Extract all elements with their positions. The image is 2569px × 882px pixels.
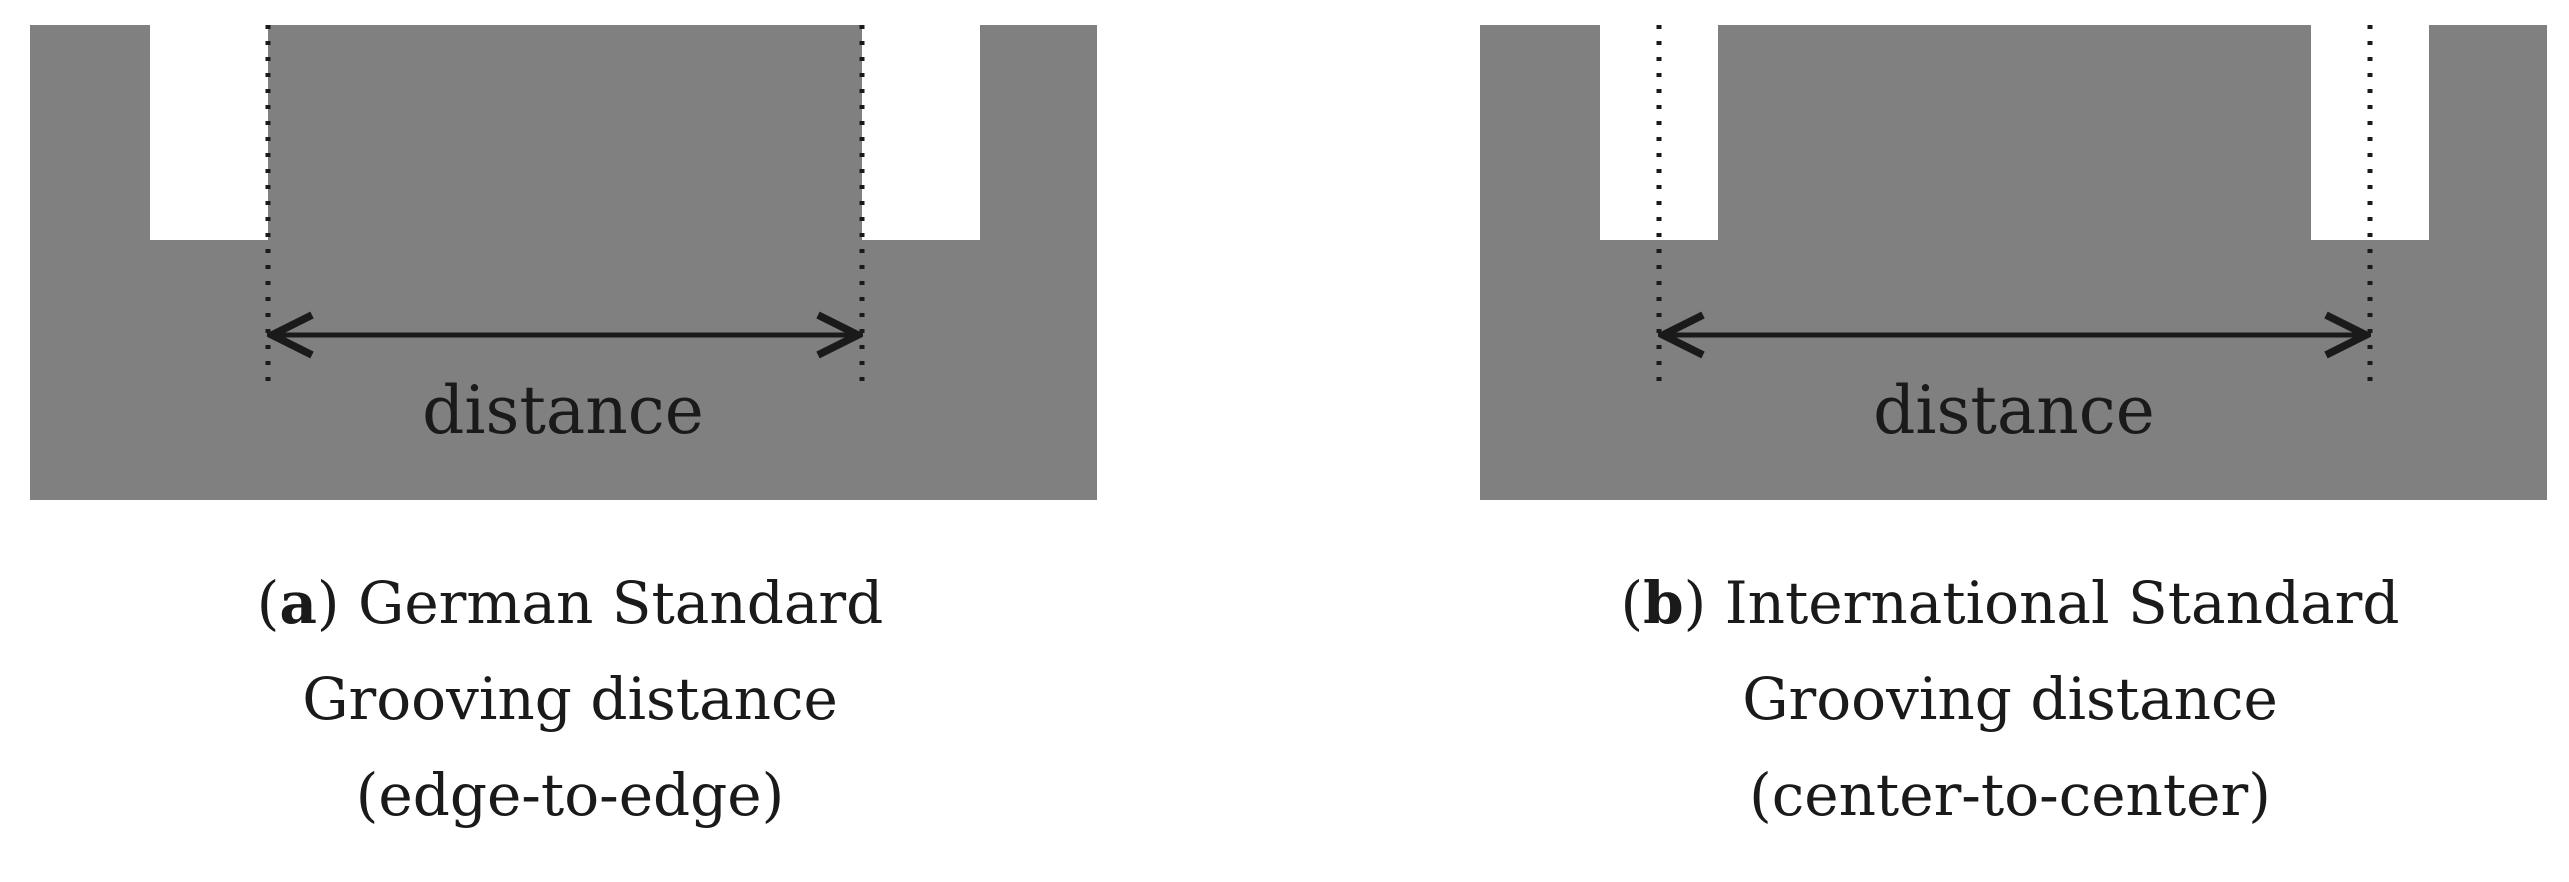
caption-letter-b: b [1643,569,1684,637]
caption-line2-b: Grooving distance [1742,665,2278,733]
dimension-label-a: distance [422,372,704,449]
caption-line2-a: Grooving distance [302,665,838,733]
groove-right-a [862,25,980,240]
caption-title-line-b: (b) International Standard [1620,569,2400,637]
caption-title-a: German Standard [358,569,884,637]
caption-b: (b) International Standard Grooving dist… [1560,555,2460,843]
caption-title-b: International Standard [1724,569,2400,637]
groove-diagram-b: distance [1480,25,2547,500]
caption-line3-a: (edge-to-edge) [355,761,785,829]
groove-left-a [150,25,268,240]
caption-a: (a) German Standard Grooving distance (e… [120,555,1020,843]
groove-diagram-a: distance [30,25,1097,500]
panel-b: distance (b) International Standard Groo… [1284,0,2568,882]
panel-a: distance (a) German Standard Grooving di… [0,0,1284,882]
dimension-label-b: distance [1873,372,2155,449]
caption-line3-b: (center-to-center) [1749,761,2271,829]
caption-title-line-a: (a) German Standard [256,569,884,637]
caption-letter-a: a [279,569,317,637]
